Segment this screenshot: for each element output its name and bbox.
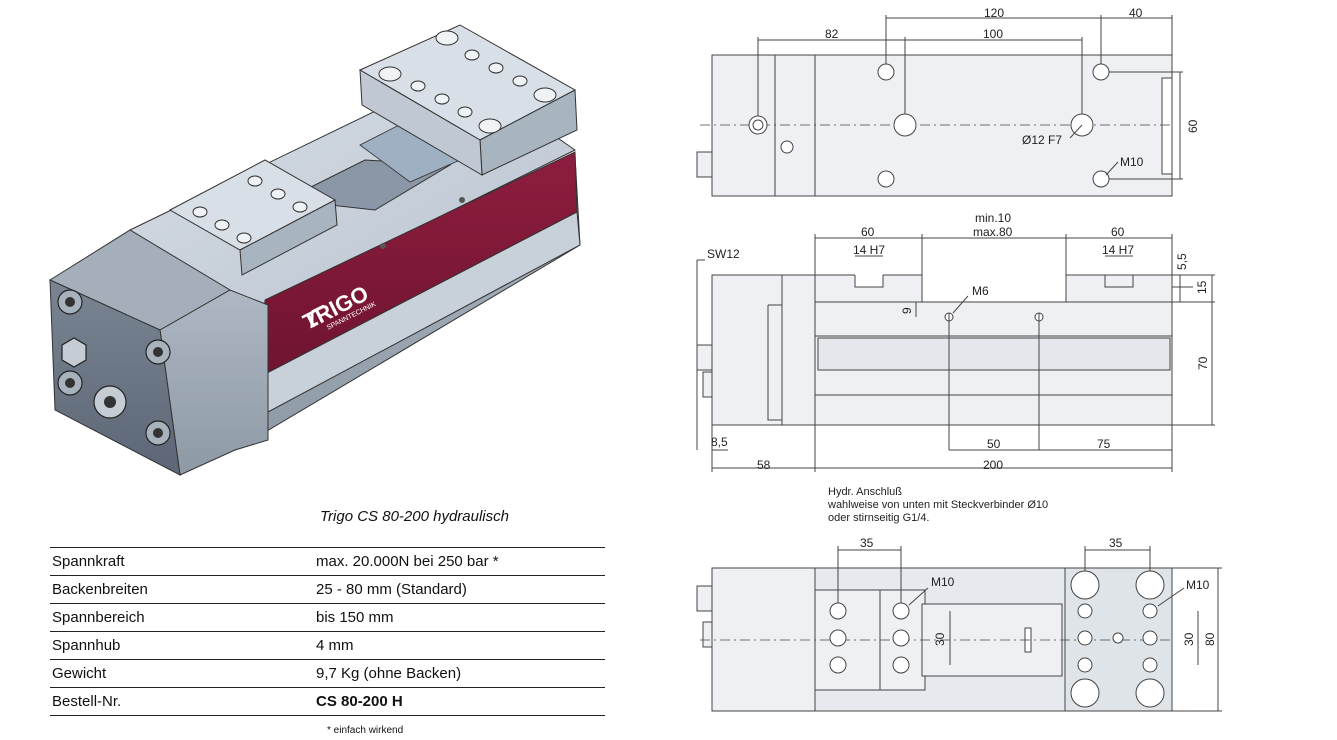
technical-drawings: [696, 15, 1222, 712]
spec-key: Spannbereich: [50, 603, 314, 632]
footnote: * einfach wirkend: [327, 725, 404, 736]
thread-m10-right: M10: [1186, 578, 1210, 592]
spec-key: Gewicht: [50, 659, 314, 688]
spec-key: Bestell-Nr.: [50, 687, 314, 716]
spec-key: Backenbreiten: [50, 575, 314, 604]
note-line-2: wahlweise von unten mit Steckverbinder Ø…: [827, 499, 1048, 511]
slot-left: 14 H7: [853, 243, 885, 257]
wrench-size: SW12: [707, 247, 740, 261]
dim-30-left: 30: [933, 632, 947, 646]
thread-m6: M6: [972, 284, 989, 298]
dim-30-right: 30: [1182, 632, 1196, 646]
dim-60-left: 60: [861, 225, 875, 239]
dim-8-5: 8,5: [711, 435, 728, 449]
dim-9: 9: [900, 307, 914, 314]
dim-60-top: 60: [1186, 119, 1200, 133]
dim-5-5: 5,5: [1175, 253, 1189, 270]
dim-50: 50: [987, 437, 1001, 451]
drawing-bottom-view: [696, 546, 1222, 712]
stroke-min: min.10: [975, 211, 1011, 225]
product-caption: Trigo CS 80-200 hydraulisch: [320, 508, 509, 525]
spec-value: 9,7 Kg (ohne Backen): [314, 659, 605, 688]
thread-m10-top: M10: [1120, 155, 1144, 169]
spec-value: 4 mm: [314, 631, 605, 660]
dim-15: 15: [1195, 280, 1209, 294]
spec-key: Spannhub: [50, 631, 314, 660]
dim-70: 70: [1196, 356, 1210, 370]
dim-60-right: 60: [1111, 225, 1125, 239]
dim-75: 75: [1097, 437, 1111, 451]
thread-m10-left: M10: [931, 575, 955, 589]
slot-right: 14 H7: [1102, 243, 1134, 257]
dim-58: 58: [757, 458, 771, 472]
note-line-3: oder stirnseitig G1/4.: [828, 512, 930, 524]
drawing-top-view: [696, 15, 1183, 197]
spec-key: Spannkraft: [50, 547, 314, 576]
dim-35-left: 35: [860, 536, 874, 550]
note-line-1: Hydr. Anschluß: [828, 486, 902, 498]
bore-label: Ø12 F7: [1022, 133, 1062, 147]
stroke-max: max.80: [973, 225, 1013, 239]
table-row: Bestell-Nr.CS 80-200 H: [50, 687, 605, 716]
dim-200: 200: [983, 458, 1003, 472]
vise-3d-render: TRIGO SPANNTECHNIK: [48, 24, 581, 476]
dim-100: 100: [983, 27, 1003, 41]
spec-value: 25 - 80 mm (Standard): [314, 575, 605, 604]
dim-82: 82: [825, 27, 839, 41]
dim-35-right: 35: [1109, 536, 1123, 550]
spec-value: max. 20.000N bei 250 bar *: [314, 547, 605, 576]
order-number: CS 80-200 H: [314, 687, 605, 716]
spec-value: bis 150 mm: [314, 603, 605, 632]
dim-80: 80: [1203, 632, 1217, 646]
drawing-side-view: [696, 234, 1215, 472]
drawing-labels: 120 40 82 100 60 Ø12 F7 M10 SW12 60 60 m…: [707, 6, 1217, 646]
dim-120: 120: [984, 6, 1004, 20]
dim-40-top: 40: [1129, 6, 1143, 20]
